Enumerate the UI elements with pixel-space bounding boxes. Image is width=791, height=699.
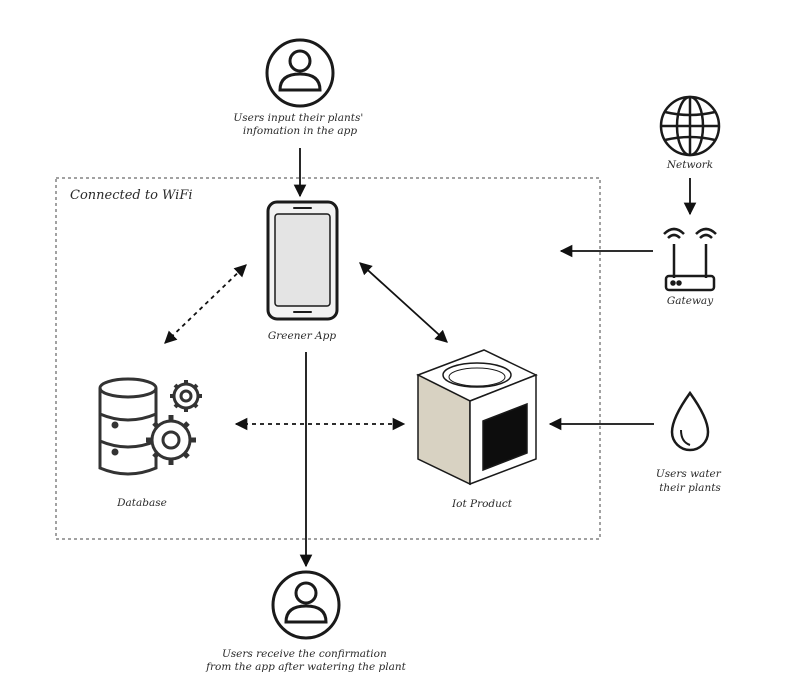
boundary-label: Connected to WiFi [70, 188, 193, 203]
network-label: Network [666, 159, 713, 171]
user-bottom-icon [271, 570, 341, 640]
arrow-app-iot [359, 262, 448, 343]
gateway-label: Gateway [667, 295, 714, 307]
water-drop-icon [670, 390, 710, 452]
user-top-icon [265, 38, 335, 108]
iot-label: Iot Product [451, 498, 513, 510]
user-top-label: Users input their plants' infomation in … [233, 112, 366, 137]
database-label: Database [116, 497, 167, 509]
iot-planter-cube-icon [416, 349, 538, 486]
wifi-boundary [55, 177, 601, 540]
water-label: Users water their plants [656, 468, 724, 494]
user-bottom-label: Users receive the confirmation from the … [205, 648, 407, 673]
phone-label: Greener App [268, 330, 336, 342]
arrow-app-database-dashed [164, 264, 247, 344]
globe-icon [659, 95, 721, 157]
smartphone-icon [266, 200, 339, 321]
router-icon [663, 227, 717, 292]
database-gears-icon [98, 377, 202, 476]
